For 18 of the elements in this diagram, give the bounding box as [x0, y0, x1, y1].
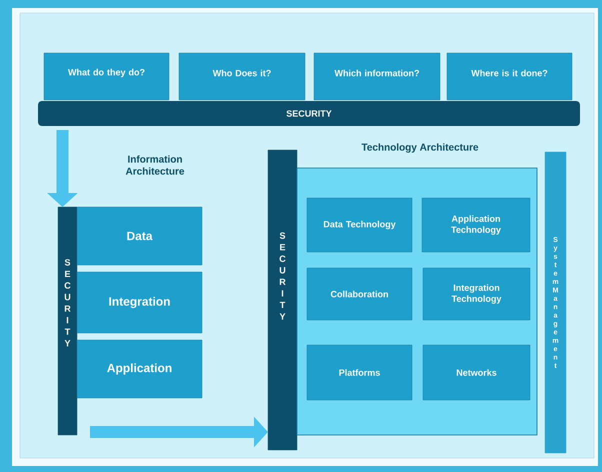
security-bar: SECURITY — [268, 150, 298, 450]
layer-box: Integration — [76, 272, 202, 334]
section-heading: Information Architecture — [126, 155, 184, 175]
technology-box: Networks — [422, 344, 530, 400]
technology-box: Application Technology — [422, 198, 530, 252]
technology-box: Data Technology — [306, 198, 412, 252]
technology-box: Collaboration — [306, 268, 412, 320]
question-box: Where is it done? — [446, 52, 572, 100]
layer-box: Data — [76, 206, 202, 266]
layer-box: Application — [76, 340, 202, 398]
technology-box: Integration Technology — [422, 268, 530, 320]
question-box: What do they do? — [44, 52, 170, 100]
security-bar: SECURITY — [58, 206, 78, 436]
security-bar: SECURITY — [38, 101, 580, 126]
node-label: Technology Architecture — [362, 143, 478, 153]
question-box: Who Does it? — [178, 52, 306, 100]
question-box: Which information? — [314, 52, 440, 100]
technology-box: Platforms — [306, 344, 412, 400]
